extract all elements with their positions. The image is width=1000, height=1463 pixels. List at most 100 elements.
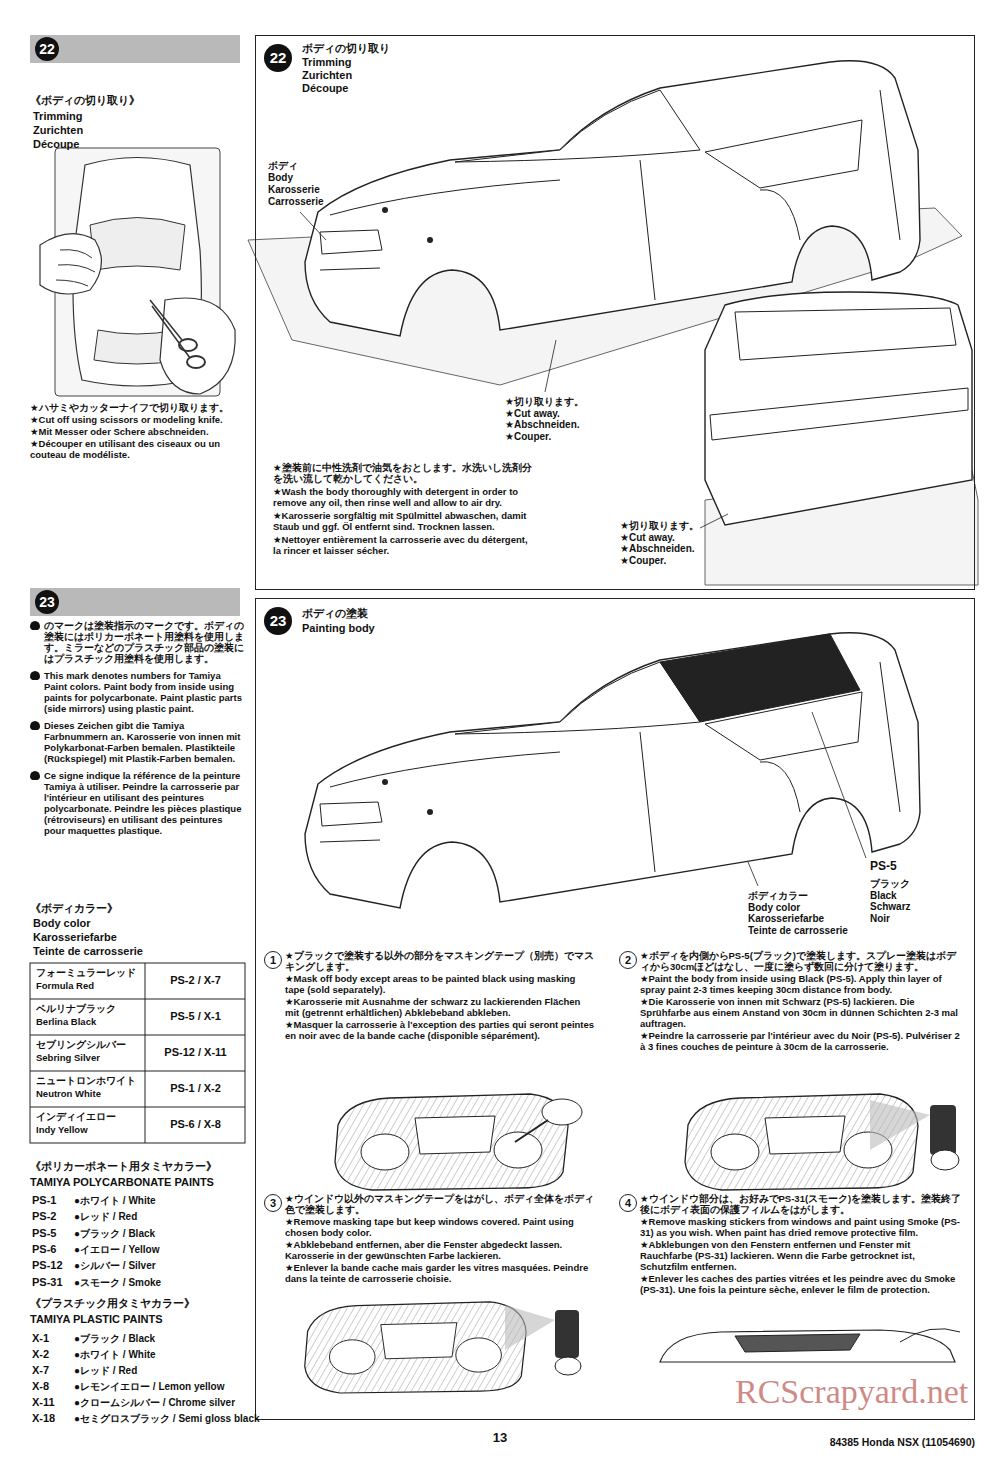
note-text: ★Karosserie sorgfältig mit Spülmittel ab… <box>273 510 535 532</box>
paint-name: Schwarz <box>870 901 965 913</box>
instruction-text: ★ボディを内側からPS-5(ブラック)で塗装します。スプレー塗装はボディから30… <box>640 950 965 972</box>
instruction-text: ★Abschneiden. <box>505 419 625 431</box>
section-heading: 《ボディの切り取り》 <box>30 94 245 107</box>
paint-code: X-7 <box>32 1364 74 1377</box>
watermark: RCScrapyard.net <box>735 1372 980 1411</box>
instruction-text: ★Mit Messer oder Schere abschneiden. <box>30 426 244 437</box>
part-name: Body <box>268 172 358 184</box>
instruction-text: ★切り取ります。 <box>620 520 702 532</box>
instruction-text: ★Paint the body from inside using Black … <box>640 973 965 995</box>
page-number: 13 <box>470 1430 530 1445</box>
paint-name: ブラック <box>870 878 965 890</box>
table-cell: PS-6 / X-8 <box>147 1118 244 1131</box>
instruction-text: ★ウインドウ以外のマスキングテープをはがし、ボディ全体をボディ色で塗装します。 <box>285 1193 597 1215</box>
section-heading: Découpe <box>33 138 233 151</box>
instruction-text: ★Abschneiden. <box>620 543 702 555</box>
substep-number: 4 <box>619 1194 637 1212</box>
table-cell: インディイエロー <box>36 1111 144 1122</box>
instruction-text: ★切り取ります。 <box>505 396 625 408</box>
section-heading: 《プラスチック用タミヤカラー》 <box>30 1297 250 1310</box>
instruction-text: ★Découper en utilisant des ciseaux ou un… <box>30 438 244 460</box>
spray-illustration <box>505 1305 555 1350</box>
finished-body-illustration <box>660 1330 955 1362</box>
masking-illustration <box>335 1094 568 1190</box>
table-cell: セブリングシルバー <box>36 1039 144 1050</box>
spray-illustration <box>931 1150 959 1170</box>
step-heading: Découpe <box>302 82 348 95</box>
callout-number: 4 <box>620 1195 636 1211</box>
instruction-text: ★Remove masking tape but keep windows co… <box>285 1216 597 1238</box>
table-cell: PS-2 / X-7 <box>147 974 244 987</box>
paint-name: ●イエロー / Yellow <box>74 1244 249 1256</box>
paint-code: PS-5 <box>870 860 950 874</box>
instruction-text: ★ハサミやカッターナイフで切り取ります。 <box>30 402 244 413</box>
color-table-grid <box>30 963 245 1143</box>
trimming-illustration <box>90 218 185 271</box>
instruction-text: ★Abklebeband entfernen, aber die Fenster… <box>285 1239 597 1261</box>
table-cell: PS-1 / X-2 <box>147 1082 244 1095</box>
painting-illustration <box>305 633 920 908</box>
trimming-illustration <box>56 250 95 286</box>
table-cell: Berlina Black <box>36 1016 144 1027</box>
paint-name: ●セミグロスブラック / Semi gloss black <box>74 1413 249 1425</box>
paint-code: X-18 <box>32 1412 74 1425</box>
finished-body-illustration <box>900 1329 960 1342</box>
paint-name: ●ブラック / Black <box>74 1333 249 1345</box>
color-table-grid <box>30 1071 245 1072</box>
paint-name: ●ホワイト / White <box>74 1195 249 1207</box>
section-heading: 《ボディカラー》 <box>30 902 245 915</box>
color-table-grid <box>30 963 245 1143</box>
paint-name: ●レッド / Red <box>74 1211 249 1223</box>
paint-name: ●シルバー / Silver <box>74 1260 249 1272</box>
step-heading: Zurichten <box>302 69 352 82</box>
note-text: Dieses Zeichen gibt die Tamiya Farbnumme… <box>30 720 244 764</box>
spray-illustration <box>305 1302 526 1393</box>
paint-code: PS-6 <box>32 1243 74 1256</box>
paint-code: PS-5 <box>32 1227 74 1240</box>
part-name: Carrosserie <box>268 196 358 208</box>
trimming-illustration <box>40 148 235 396</box>
finished-body-illustration <box>660 1329 960 1362</box>
trimming-illustration <box>150 300 190 358</box>
section-heading: Karosseriefarbe <box>33 931 243 944</box>
step-number: 23 <box>35 590 59 614</box>
instruction-text: ★Cut off using scissors or modeling knif… <box>30 414 244 425</box>
section-heading: Body color <box>33 917 243 930</box>
masking-illustration <box>515 1120 548 1142</box>
rear-body-illustration <box>700 292 978 585</box>
spray-illustration <box>930 1105 956 1155</box>
instruction-text: ★Couper. <box>505 431 625 443</box>
note-text: のマークは塗装指示のマークです。ボディの塗装にはポリカーボネート用塗料を使用しま… <box>30 620 244 664</box>
paint-name: ●ブラック / Black <box>74 1228 249 1240</box>
part-name: ボディ <box>268 160 358 172</box>
car-body-illustration <box>300 212 326 240</box>
paint-name: ●スモーク / Smoke <box>74 1277 249 1289</box>
rear-body-illustration <box>700 514 728 528</box>
note-text: This mark denotes numbers for Tamiya Pai… <box>30 670 244 714</box>
step-number: 22 <box>264 44 292 72</box>
finished-body-illustration <box>735 1334 860 1352</box>
paint-code: X-11 <box>32 1396 74 1409</box>
section-heading: Trimming <box>33 110 233 123</box>
color-table-grid <box>30 1035 245 1036</box>
table-cell: Sebring Silver <box>36 1052 144 1063</box>
rear-body-illustration <box>705 292 972 525</box>
substep-number: 1 <box>264 951 282 969</box>
step-number: 23 <box>264 607 292 635</box>
section-heading: 《ポリカーボネート用タミヤカラー》 <box>30 1160 250 1173</box>
paint-name: Body color <box>748 902 866 914</box>
table-cell: PS-5 / X-1 <box>147 1010 244 1023</box>
trimming-illustration <box>179 339 197 351</box>
table-cell: Neutron White <box>36 1088 144 1099</box>
color-table-grid <box>30 999 245 1000</box>
spray-illustration <box>555 1357 581 1375</box>
callout-number: 2 <box>620 952 636 968</box>
step-heading: Painting body <box>302 622 375 635</box>
table-cell: PS-12 / X-11 <box>147 1046 244 1059</box>
table-cell: フォーミュラーレッド <box>36 967 144 978</box>
painting-illustration <box>305 633 920 908</box>
rear-body-illustration <box>710 388 968 440</box>
painting-illustration <box>812 712 866 858</box>
paint-code: PS-2 <box>32 1210 74 1223</box>
instruction-text: ★ブラックで塗装する以外の部分をマスキングテープ（別売）でマスキングします。 <box>285 950 597 972</box>
